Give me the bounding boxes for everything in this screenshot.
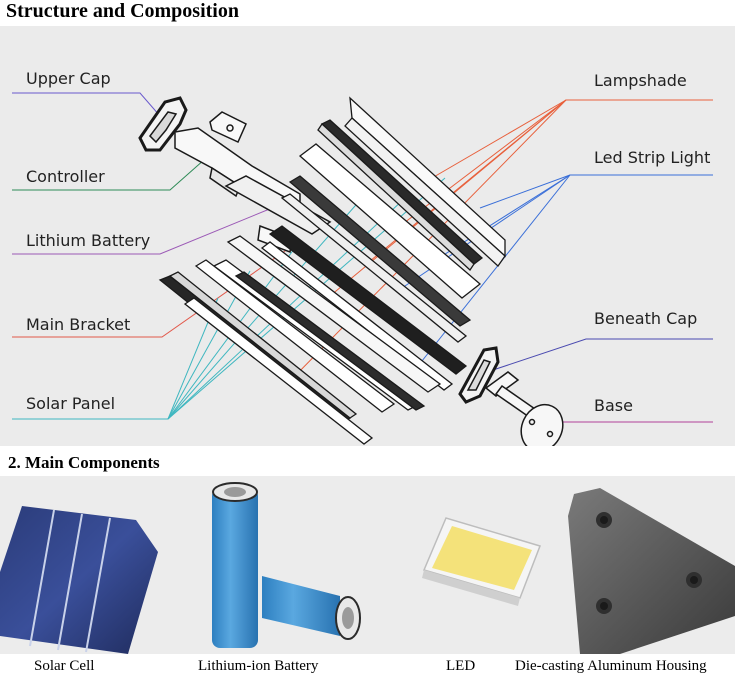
- caption-led: LED: [446, 658, 476, 674]
- page-title: Structure and Composition: [6, 0, 239, 22]
- beneath-cap-leader: [489, 338, 713, 372]
- components-strip: [0, 476, 735, 654]
- label-upper-cap: Upper Cap: [26, 69, 111, 88]
- solar-cell-icon: [0, 506, 158, 654]
- label-lithium-battery: Lithium Battery: [26, 231, 151, 250]
- caption-aluminum-housing: Die-casting Aluminum Housing: [515, 658, 707, 674]
- lampshade-g-part: [194, 259, 396, 413]
- label-controller: Controller: [26, 167, 105, 186]
- solar-strip-b-part: [183, 297, 374, 445]
- label-beneath-cap: Beneath Cap: [594, 309, 698, 328]
- upper-cap-part: [138, 96, 188, 152]
- base-part: [484, 371, 564, 446]
- lithium-battery-part: [224, 175, 332, 235]
- label-main-bracket: Main Bracket: [26, 315, 131, 334]
- exploded-diagram: Upper Cap Controller Lithium Battery Mai…: [0, 26, 735, 446]
- battery-cell-icon: [212, 482, 361, 648]
- lithium-battery-leader: [12, 207, 273, 255]
- main-rod-part: [268, 225, 468, 375]
- lampshade-b-part: [298, 143, 482, 299]
- led-chip-icon: [422, 517, 541, 606]
- led-strip-c-part: [288, 175, 472, 327]
- section-heading: 2. Main Components: [8, 453, 160, 472]
- label-lampshade: Lampshade: [594, 71, 687, 90]
- controller-part: [209, 111, 247, 143]
- label-solar-panel: Solar Panel: [26, 394, 116, 413]
- aluminum-housing-icon: [568, 488, 735, 654]
- lampshade-e-part: [226, 235, 442, 393]
- lampshade-d-part: [280, 193, 468, 343]
- main-bracket-leader: [12, 243, 296, 338]
- label-led-strip-light: Led Strip Light: [594, 148, 711, 167]
- component-photos: [0, 482, 735, 654]
- exploded-view-drawing: [12, 92, 713, 446]
- base-leader: [544, 417, 713, 423]
- label-base: Base: [594, 396, 633, 415]
- beneath-cap-part: [458, 346, 500, 404]
- caption-lithium-ion-battery: Lithium-ion Battery: [198, 658, 319, 674]
- upper-cap-leader: [12, 92, 161, 117]
- caption-solar-cell: Solar Cell: [34, 658, 95, 674]
